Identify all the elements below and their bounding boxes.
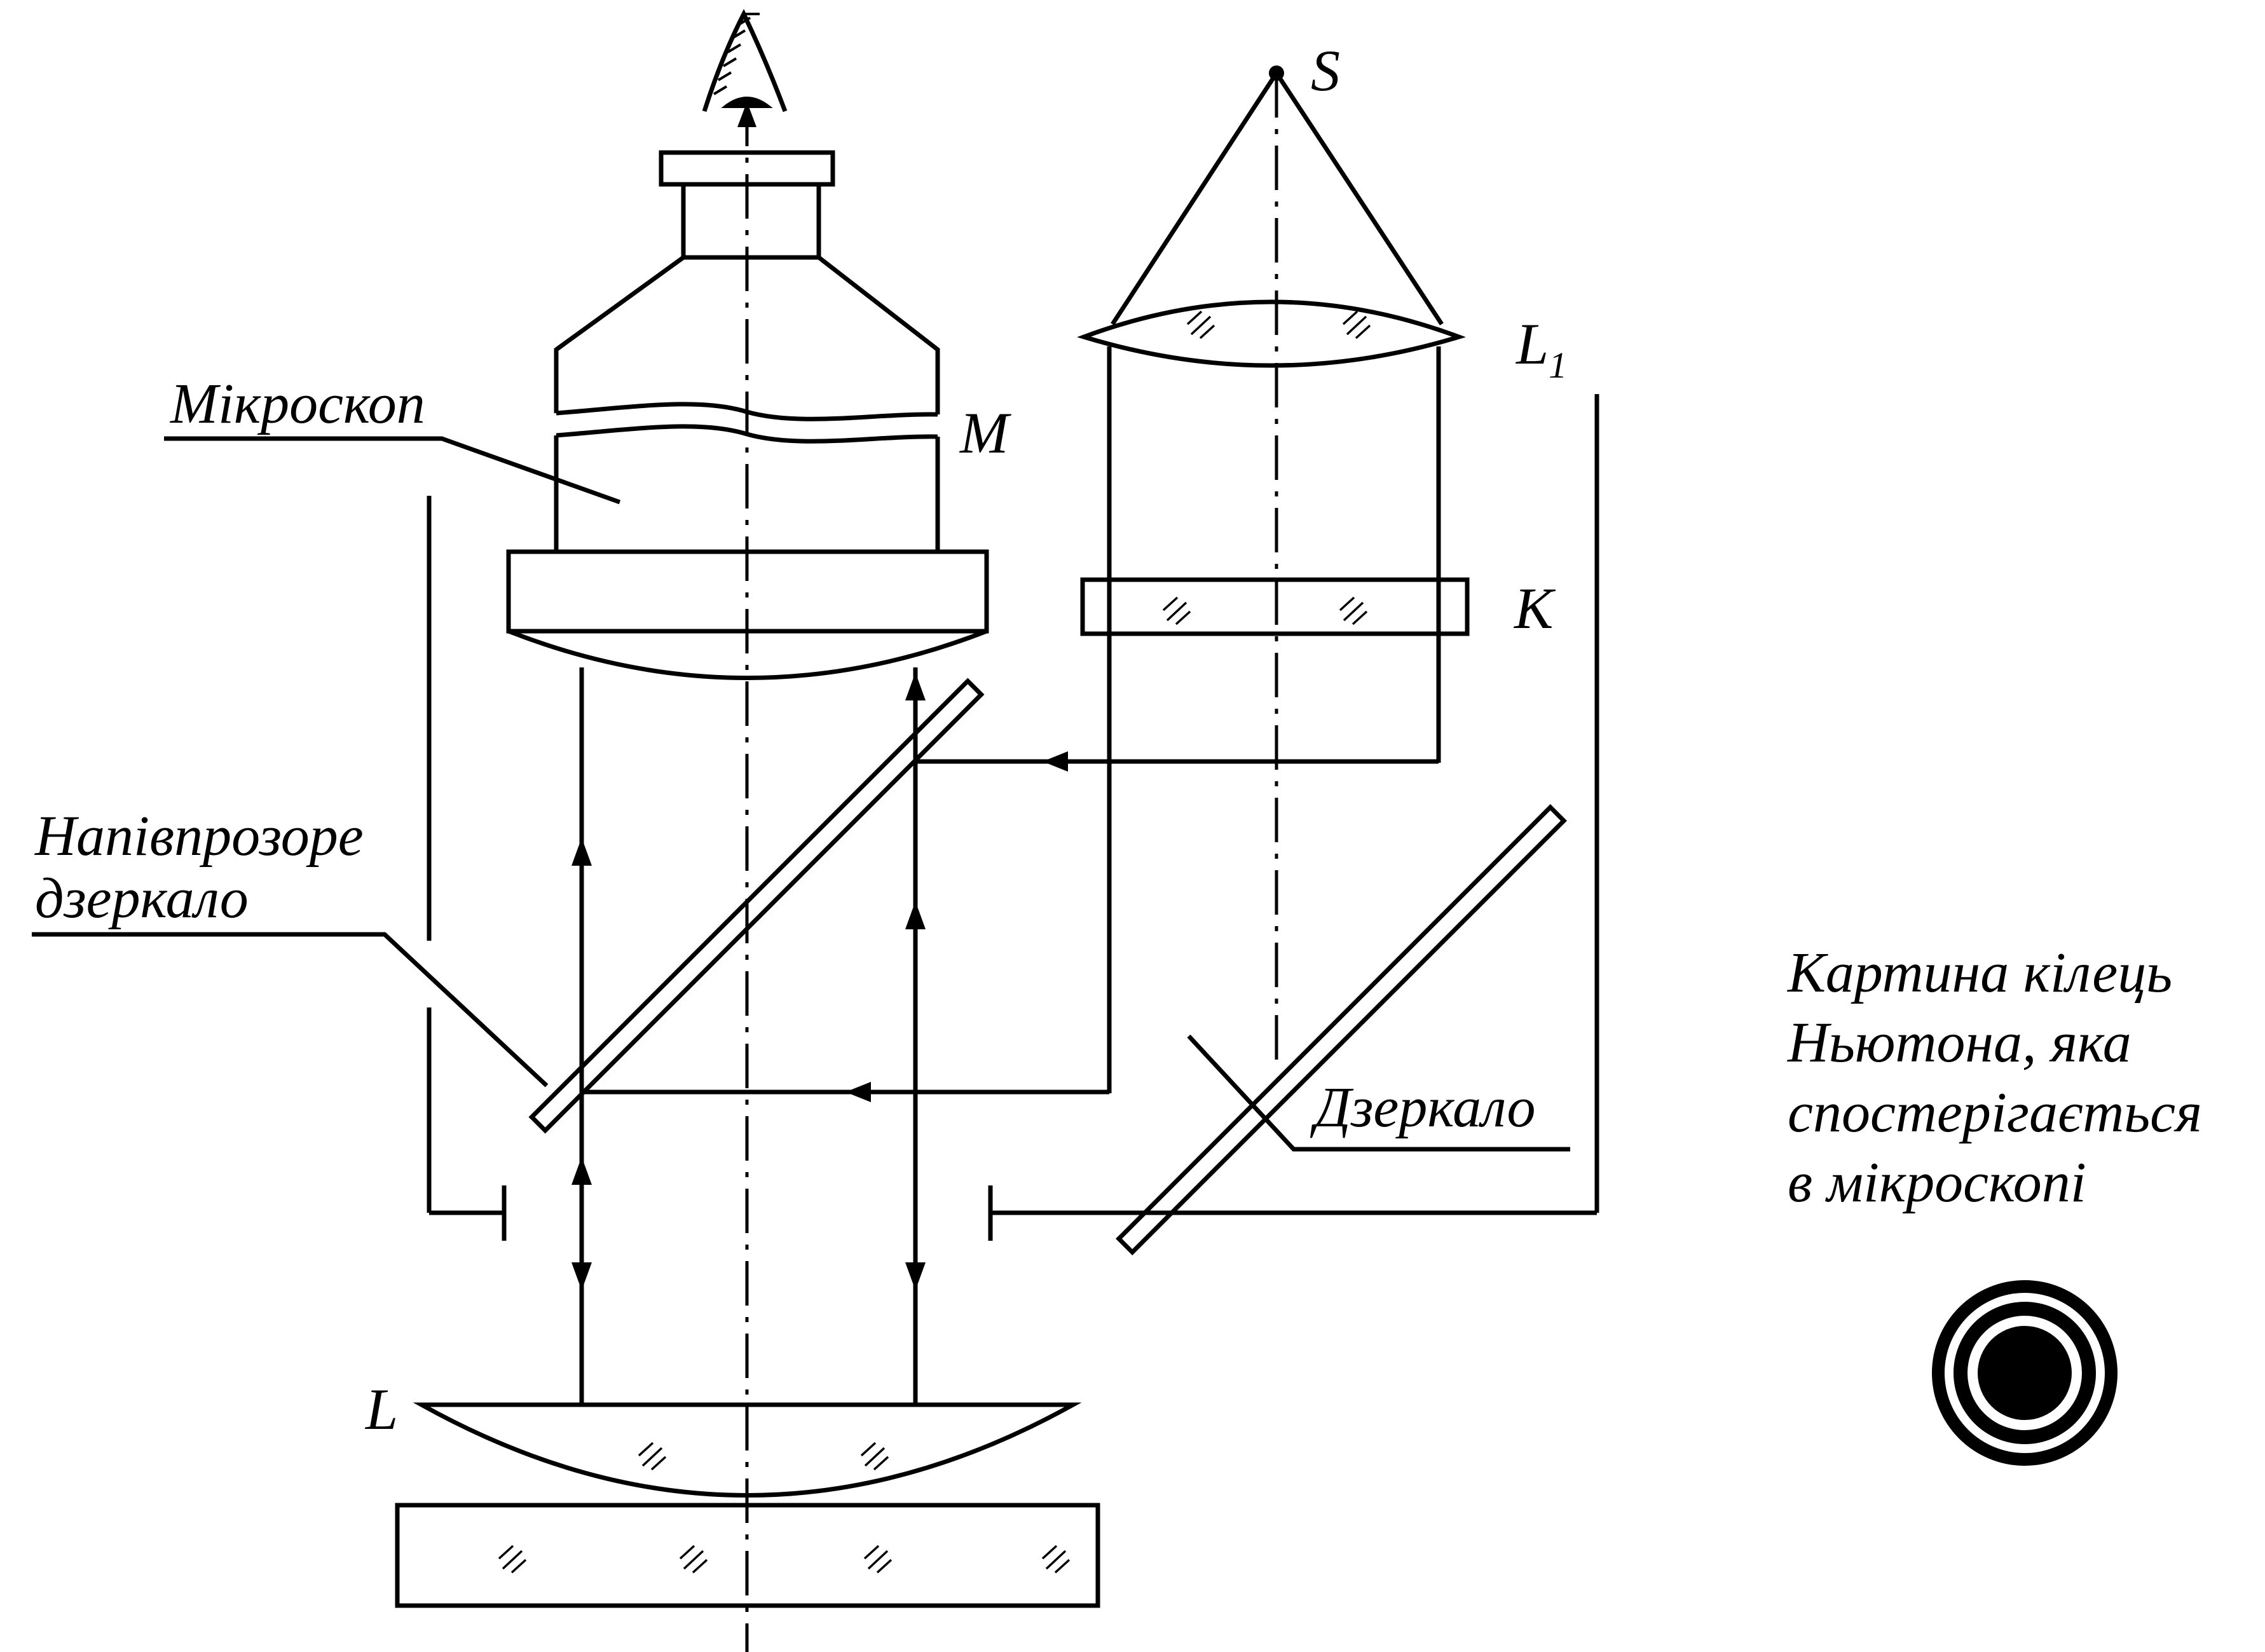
housing-right	[988, 394, 1599, 1241]
caption-line-4: в мікроскопі	[1788, 1151, 2086, 1214]
arrow-left-bottom	[845, 1082, 871, 1102]
label-half-mirror-2: дзеркало	[35, 867, 249, 930]
arrow-up-right-1	[905, 672, 926, 700]
newton-rings-icon	[1932, 1280, 2118, 1466]
label-microscope: Мікроскоп	[169, 372, 425, 435]
caption-line-3: спостерігається	[1788, 1081, 2202, 1144]
leader-microscope	[164, 436, 621, 505]
arrow-down-left	[571, 1262, 592, 1290]
label-half-mirror-1: Напівпрозоре	[34, 805, 364, 868]
eye-icon	[702, 9, 788, 127]
mirror-plate	[1116, 804, 1567, 1255]
source-ray-right	[1275, 72, 1444, 325]
caption-line-2: Ньютона, яка	[1787, 1011, 2132, 1074]
housing-left	[427, 496, 507, 1241]
arrow-up-left-1	[571, 838, 592, 866]
leader-half-mirror	[32, 932, 549, 1088]
caption-line-1: Картина кілець	[1786, 941, 2172, 1004]
source-ray-left	[1111, 72, 1278, 325]
plate-k	[1080, 577, 1470, 636]
arrow-down-right	[905, 1262, 926, 1290]
label-k: K	[1513, 576, 1556, 641]
label-source: S	[1311, 38, 1340, 103]
half-mirror-plate	[528, 678, 985, 1134]
lens-l1	[1077, 299, 1466, 368]
glass-plate	[395, 1503, 1100, 1608]
lens-l	[413, 1402, 1082, 1498]
arrow-left-top	[1043, 751, 1068, 772]
microscope-body	[506, 150, 989, 680]
leader-mirror	[1187, 1034, 1570, 1152]
arrow-up-left-2	[571, 1157, 592, 1185]
label-mirror: Дзеркало	[1310, 1076, 1536, 1139]
label-lens-l: L	[364, 1377, 398, 1442]
label-m: M	[959, 400, 1011, 465]
label-lens-l1: L1	[1515, 311, 1567, 386]
arrow-up-right-2	[905, 901, 926, 929]
